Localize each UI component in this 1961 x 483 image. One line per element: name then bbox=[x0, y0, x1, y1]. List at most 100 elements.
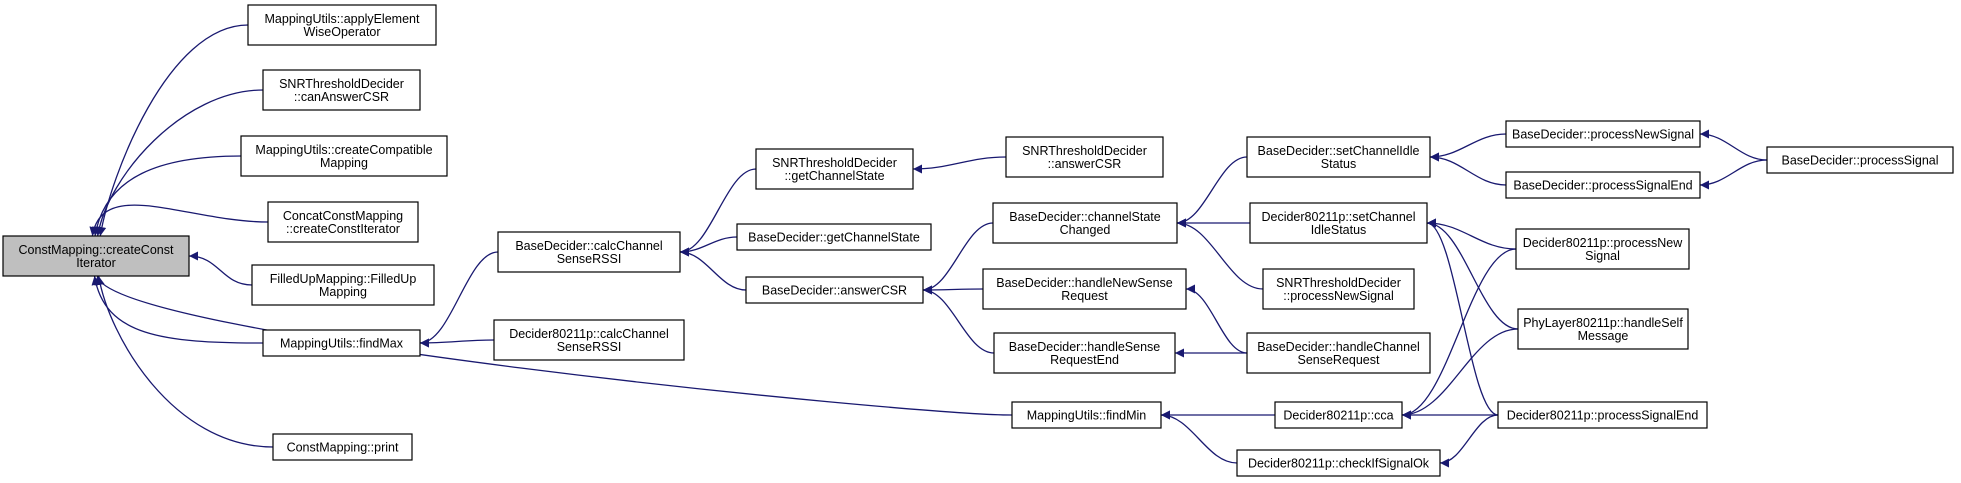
node-box bbox=[251, 264, 435, 306]
node-box bbox=[1766, 146, 1954, 174]
node-findMax[interactable]: MappingUtils::findMax bbox=[262, 329, 421, 357]
node-d80check[interactable]: Decider80211p::checkIfSignalOk bbox=[1236, 449, 1441, 477]
node-box bbox=[1497, 401, 1708, 429]
node-label: BaseDecider::processSignalEnd bbox=[1513, 179, 1692, 193]
edge-bdAnswer-to-bdCalc bbox=[679, 247, 747, 291]
node-bdAnswer[interactable]: BaseDecider::answerCSR bbox=[745, 276, 924, 304]
node-box bbox=[755, 148, 914, 190]
node-concatConst[interactable]: ConcatConstMapping::createConstIterator bbox=[267, 201, 419, 243]
node-label: Decider80211p::processSignalEnd bbox=[1507, 409, 1699, 423]
node-box bbox=[2, 235, 190, 277]
node-root[interactable]: ConstMapping::createConstIterator bbox=[2, 235, 190, 277]
edge-d80ProcNew-to-d80SetIdle bbox=[1426, 218, 1517, 250]
node-label: ConstMapping::print bbox=[287, 441, 399, 455]
node-snrProcNew[interactable]: SNRThresholdDecider::processNewSignal bbox=[1262, 268, 1415, 310]
node-label: Mapping bbox=[319, 285, 367, 299]
edge-filledUp-to-root bbox=[188, 251, 253, 286]
node-box bbox=[262, 69, 421, 111]
node-bdGetCh[interactable]: BaseDecider::getChannelState bbox=[736, 223, 932, 251]
edge-d80ProcEnd-to-d80SetIdle bbox=[1426, 218, 1499, 416]
node-d80ProcNew[interactable]: Decider80211p::processNewSignal bbox=[1515, 228, 1690, 270]
node-label: PhyLayer80211p::handleSelf bbox=[1523, 316, 1683, 330]
node-label: MappingUtils::applyElement bbox=[265, 12, 420, 26]
node-label: ::processNewSignal bbox=[1283, 289, 1393, 303]
node-label: IdleStatus bbox=[1311, 223, 1367, 237]
node-snrAnswer[interactable]: SNRThresholdDecider::answerCSR bbox=[1005, 136, 1164, 178]
node-label: ::getChannelState bbox=[784, 169, 884, 183]
node-label: BaseDecider::handleNewSense bbox=[996, 276, 1173, 290]
edge-constPrint-to-root bbox=[95, 275, 274, 448]
edge-d80check-to-findMin bbox=[1160, 410, 1238, 464]
edge-phySelf-to-d80cca bbox=[1401, 328, 1519, 420]
node-label: ConstMapping::createConst bbox=[19, 243, 174, 257]
edge-bdHandleCh-to-bdNewSense bbox=[1185, 284, 1248, 354]
node-d80ProcEnd[interactable]: Decider80211p::processSignalEnd bbox=[1497, 401, 1708, 429]
node-d80cca[interactable]: Decider80211p::cca bbox=[1274, 401, 1403, 429]
node-label: SenseRSSI bbox=[557, 340, 622, 354]
node-label: RequestEnd bbox=[1050, 353, 1119, 367]
edge-phySelf-to-d80SetIdle bbox=[1426, 218, 1519, 330]
node-label: Iterator bbox=[76, 256, 116, 270]
edge-bdNewSense-to-bdAnswer bbox=[922, 285, 984, 295]
node-bdProcNew[interactable]: BaseDecider::processNewSignal bbox=[1505, 120, 1701, 148]
node-snrCanAnswer[interactable]: SNRThresholdDecider::canAnswerCSR bbox=[262, 69, 421, 111]
node-label: Status bbox=[1321, 157, 1356, 171]
node-label: SNRThresholdDecider bbox=[1022, 144, 1147, 158]
edge-createCompat-to-root bbox=[92, 155, 242, 237]
node-label: ConcatConstMapping bbox=[283, 209, 403, 223]
edge-bdProcSig-to-bdProcNew bbox=[1699, 129, 1768, 161]
node-label: SNRThresholdDecider bbox=[772, 156, 897, 170]
node-box bbox=[272, 433, 413, 461]
nodes-layer: ConstMapping::createConstIteratorMapping… bbox=[2, 4, 1954, 477]
edge-d80ProcNew-to-d80cca bbox=[1401, 248, 1517, 420]
node-label: SNRThresholdDecider bbox=[1276, 276, 1401, 290]
node-box bbox=[247, 4, 437, 46]
edge-bdSenseEnd-to-bdAnswer bbox=[922, 285, 995, 354]
node-label: BaseDecider::handleSense bbox=[1009, 340, 1161, 354]
node-label: Decider80211p::checkIfSignalOk bbox=[1248, 457, 1430, 471]
node-label: SNRThresholdDecider bbox=[279, 77, 404, 91]
edge-findMax-to-root bbox=[91, 275, 264, 344]
node-label: Message bbox=[1578, 329, 1629, 343]
node-label: BaseDecider::answerCSR bbox=[762, 284, 907, 298]
edge-bdSetIdle-to-bdChState bbox=[1176, 156, 1248, 228]
node-box bbox=[1005, 136, 1164, 178]
node-label: BaseDecider::calcChannel bbox=[515, 239, 662, 253]
edge-d80ProcEnd-to-d80check bbox=[1439, 414, 1499, 468]
node-label: FilledUpMapping::FilledUp bbox=[270, 272, 417, 286]
edge-d80CalcRSSI-to-findMax bbox=[419, 338, 495, 348]
node-label: WiseOperator bbox=[303, 25, 380, 39]
node-label: Decider80211p::setChannel bbox=[1261, 210, 1415, 224]
node-label: BaseDecider::setChannelIdle bbox=[1258, 144, 1420, 158]
node-box bbox=[1515, 228, 1690, 270]
node-label: ::answerCSR bbox=[1048, 157, 1122, 171]
node-box bbox=[1246, 136, 1431, 178]
node-bdProcSig[interactable]: BaseDecider::processSignal bbox=[1766, 146, 1954, 174]
node-bdProcEnd[interactable]: BaseDecider::processSignalEnd bbox=[1505, 171, 1701, 199]
node-label: Request bbox=[1061, 289, 1108, 303]
node-filledUp[interactable]: FilledUpMapping::FilledUpMapping bbox=[251, 264, 435, 306]
node-label: Changed bbox=[1060, 223, 1111, 237]
node-findMin[interactable]: MappingUtils::findMin bbox=[1011, 401, 1162, 429]
node-box bbox=[982, 268, 1187, 310]
node-box bbox=[993, 332, 1176, 374]
node-box bbox=[1236, 449, 1441, 477]
node-constPrint[interactable]: ConstMapping::print bbox=[272, 433, 413, 461]
node-label: BaseDecider::handleChannel bbox=[1257, 340, 1420, 354]
node-box bbox=[262, 329, 421, 357]
edge-bdCalc-to-findMax bbox=[419, 251, 499, 348]
node-box bbox=[1262, 268, 1415, 310]
node-box bbox=[1274, 401, 1403, 429]
node-snrGetCh[interactable]: SNRThresholdDecider::getChannelState bbox=[755, 148, 914, 190]
